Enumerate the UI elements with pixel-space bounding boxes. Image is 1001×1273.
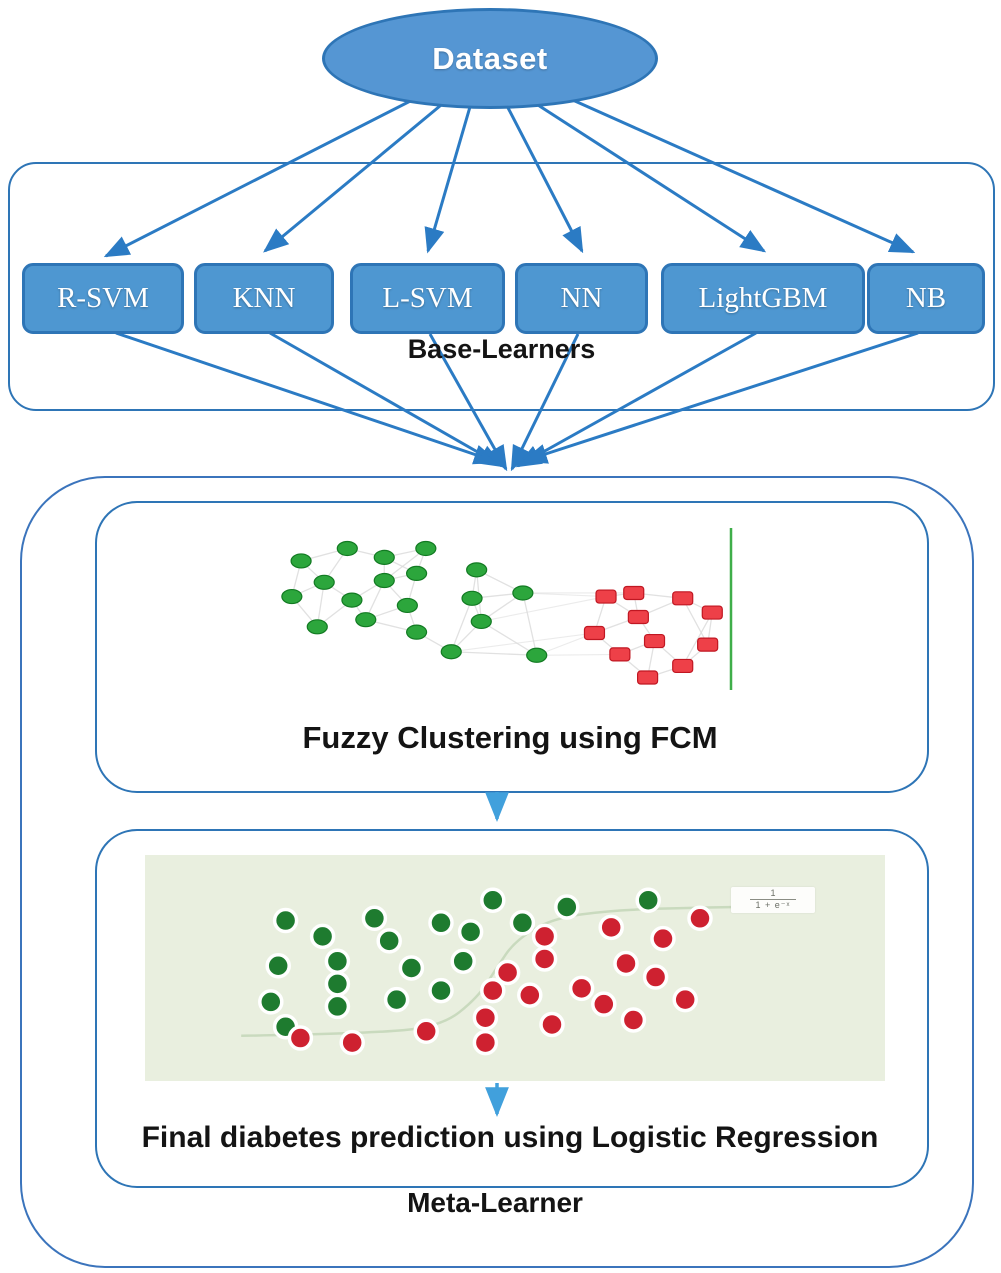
model-label: KNN <box>232 282 296 314</box>
model-label: LightGBM <box>698 282 828 314</box>
dataset-label: Dataset <box>432 40 548 76</box>
base-learners-label: Base-Learners <box>407 334 596 364</box>
model-label: L-SVM <box>382 282 473 314</box>
model-box-nn: NN <box>515 263 648 334</box>
fcm-caption: Fuzzy Clustering using FCM <box>302 720 718 755</box>
formula-denominator: 1 + e⁻ˣ <box>755 900 791 911</box>
model-box-lightgbm: LightGBM <box>661 263 865 334</box>
formula-numerator: 1 <box>770 888 776 898</box>
model-box-nb: NB <box>867 263 985 334</box>
model-box-knn: KNN <box>194 263 334 334</box>
fcm-clustering-box <box>95 501 929 793</box>
meta-learner-label: Meta-Learner <box>407 1187 583 1218</box>
model-box-lsvm: L-SVM <box>350 263 505 334</box>
lr-caption: Final diabetes prediction using Logistic… <box>141 1121 879 1154</box>
fcm-cluster-graph <box>281 528 733 690</box>
model-box-rsvm: R-SVM <box>22 263 184 334</box>
model-label: R-SVM <box>57 282 149 314</box>
model-label: NB <box>905 282 947 314</box>
model-label: NN <box>560 282 603 314</box>
sigmoid-formula: 1 1 + e⁻ˣ <box>731 887 815 913</box>
formula-fraction-bar <box>750 899 796 901</box>
meta-learner-container <box>20 476 974 1268</box>
dataset-node: Dataset <box>322 8 658 109</box>
